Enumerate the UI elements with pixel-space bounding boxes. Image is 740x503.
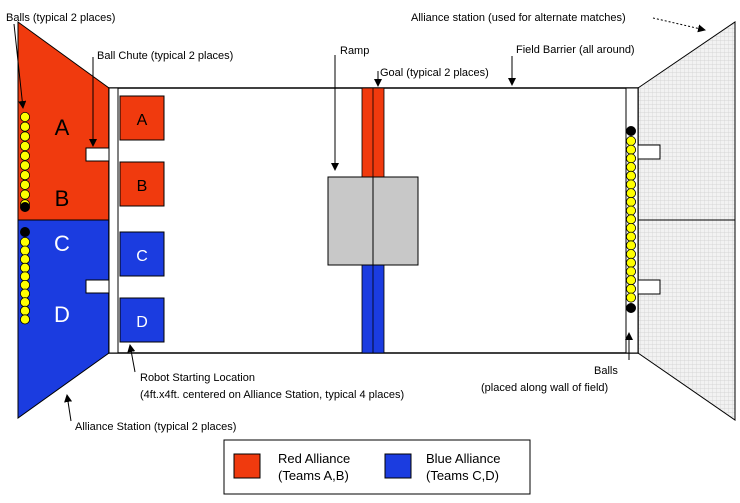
- yellow-ball: [19, 297, 30, 308]
- black-ball: [626, 126, 637, 137]
- label-field-barrier: Field Barrier (all around): [516, 44, 635, 56]
- yellow-ball: [626, 283, 637, 294]
- yellow-ball: [626, 249, 637, 260]
- yellow-ball: [19, 150, 30, 161]
- legend-swatch-blue: [384, 453, 412, 479]
- yellow-ball: [19, 314, 30, 325]
- ball-chute: [85, 147, 110, 162]
- label-balls-right-2: (placed along wall of field): [481, 382, 608, 394]
- legend-red-teams: (Teams A,B): [278, 468, 349, 483]
- yellow-ball: [19, 160, 30, 171]
- yellow-ball: [19, 179, 30, 190]
- alternate-alliance-station: [637, 21, 736, 421]
- black-ball: [626, 302, 637, 313]
- yellow-ball: [19, 254, 30, 265]
- start-box-a: [119, 95, 165, 141]
- start-box-label-c: C: [136, 248, 148, 265]
- yellow-ball: [626, 188, 637, 199]
- yellow-ball: [626, 135, 637, 146]
- yellow-ball: [19, 305, 30, 316]
- start-box-label-b: B: [137, 178, 148, 195]
- start-box-d: [119, 297, 165, 343]
- label-ball-chute: Ball Chute (typical 2 places): [97, 50, 233, 62]
- yellow-ball: [626, 179, 637, 190]
- zone-label-c: C: [54, 231, 70, 256]
- yellow-ball: [626, 170, 637, 181]
- legend-blue-label: Blue Alliance: [426, 451, 500, 466]
- yellow-ball: [626, 205, 637, 216]
- yellow-ball: [19, 189, 30, 200]
- label-robot-start-1: Robot Starting Location: [140, 372, 255, 384]
- start-box-c: [119, 231, 165, 277]
- yellow-ball: [626, 214, 637, 225]
- yellow-ball: [19, 141, 30, 152]
- zone-label-d: D: [54, 302, 70, 327]
- yellow-ball: [19, 236, 30, 247]
- yellow-ball: [626, 231, 637, 242]
- yellow-ball: [19, 170, 30, 181]
- yellow-ball: [626, 196, 637, 207]
- yellow-ball: [19, 262, 30, 273]
- yellow-ball: [19, 271, 30, 282]
- yellow-ball: [626, 153, 637, 164]
- zone-label-b: B: [55, 186, 70, 211]
- yellow-ball: [19, 112, 30, 123]
- yellow-ball: [19, 279, 30, 290]
- yellow-ball: [626, 275, 637, 286]
- yellow-ball: [626, 257, 637, 268]
- yellow-ball: [19, 288, 30, 299]
- label-ramp: Ramp: [340, 45, 369, 57]
- legend-blue-teams: (Teams C,D): [426, 468, 499, 483]
- black-ball: [19, 201, 30, 212]
- legend: Red Alliance (Teams A,B) Blue Alliance (…: [223, 439, 531, 495]
- yellow-ball: [19, 121, 30, 132]
- legend-box: [223, 439, 531, 495]
- field-barrier-left: [108, 87, 119, 354]
- label-goal: Goal (typical 2 places): [380, 67, 489, 79]
- yellow-ball: [19, 131, 30, 142]
- yellow-ball: [626, 240, 637, 251]
- yellow-ball: [626, 144, 637, 155]
- ball-chute: [637, 144, 661, 160]
- start-box-label-d: D: [136, 314, 148, 331]
- black-ball: [19, 226, 30, 237]
- yellow-ball: [626, 162, 637, 173]
- balls-left: [19, 112, 30, 325]
- yellow-ball: [626, 292, 637, 303]
- legend-red-label: Red Alliance: [278, 451, 350, 466]
- label-alliance-station-alternate: Alliance station (used for alternate mat…: [411, 12, 626, 24]
- start-box-b: [119, 161, 165, 207]
- legend-swatch-red: [233, 453, 261, 479]
- label-alliance-station: Alliance Station (typical 2 places): [75, 421, 236, 433]
- yellow-ball: [626, 222, 637, 233]
- zone-label-a: A: [55, 115, 70, 140]
- yellow-ball: [19, 245, 30, 256]
- label-robot-start-2: (4ft.x4ft. centered on Alliance Station,…: [140, 389, 404, 401]
- ball-chute: [85, 279, 110, 294]
- label-balls-typical: Balls (typical 2 places): [6, 12, 115, 24]
- balls-right: [626, 126, 637, 313]
- ball-chute: [637, 279, 661, 295]
- yellow-ball: [626, 266, 637, 277]
- label-balls-right-1: Balls: [594, 365, 618, 377]
- start-box-label-a: A: [137, 112, 148, 129]
